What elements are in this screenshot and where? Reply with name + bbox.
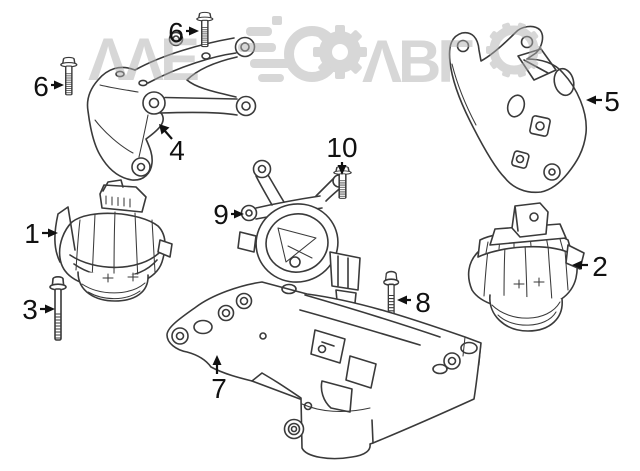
crossmember-drawing bbox=[166, 281, 482, 460]
callout-1-label: 1 bbox=[24, 218, 40, 249]
callout-3-label: 3 bbox=[22, 294, 38, 325]
callout-6-left-arrow bbox=[54, 80, 64, 90]
engine-mount-left-drawing bbox=[54, 179, 173, 302]
callout-3: 3 bbox=[22, 294, 55, 325]
engine-bracket-left-drawing bbox=[86, 36, 257, 181]
washer-drawing bbox=[168, 31, 184, 47]
callout-9-arrow bbox=[234, 209, 244, 219]
callout-6-top: 6 bbox=[168, 17, 199, 48]
watermark-right-text: ΛΒΓ bbox=[362, 28, 473, 95]
callout-9: 9 bbox=[213, 199, 244, 230]
callout-6-top-arrow bbox=[189, 26, 199, 36]
watermark: ΛΛΕ ΛΒΓ bbox=[88, 16, 542, 95]
bolt-6-left-drawing bbox=[60, 56, 78, 96]
callout-1-arrow bbox=[48, 228, 58, 238]
callout-10-arrow bbox=[337, 165, 347, 175]
callout-7-arrow bbox=[212, 355, 222, 365]
callout-4-arrow bbox=[159, 124, 170, 135]
callout-6-left: 6 bbox=[33, 71, 64, 102]
watermark-left-text: ΛΛΕ bbox=[88, 26, 198, 93]
callout-2-label: 2 bbox=[592, 251, 608, 282]
callout-6-top-label: 6 bbox=[168, 17, 184, 48]
callout-3-arrow bbox=[45, 304, 55, 314]
engine-mount-right-drawing bbox=[467, 202, 585, 332]
callout-9-label: 9 bbox=[213, 199, 229, 230]
callout-2-arrow bbox=[572, 260, 582, 270]
callout-8-arrow bbox=[397, 295, 407, 305]
callout-5-arrow bbox=[586, 95, 596, 105]
callout-5-label: 5 bbox=[604, 86, 620, 117]
callout-8-label: 8 bbox=[415, 287, 431, 318]
gear-ring-icon bbox=[486, 22, 542, 78]
callout-2: 2 bbox=[572, 251, 608, 282]
callout-4-label: 4 bbox=[169, 135, 185, 166]
bolt-3-drawing bbox=[49, 275, 67, 341]
callout-5: 5 bbox=[586, 86, 620, 117]
gear-icon bbox=[313, 25, 367, 79]
engine-bracket-right-drawing bbox=[448, 25, 587, 194]
bolt-6-top-drawing bbox=[196, 11, 214, 48]
callout-10: 10 bbox=[326, 132, 358, 175]
callout-1: 1 bbox=[24, 218, 58, 249]
callout-8: 8 bbox=[397, 287, 431, 318]
callout-6-left-label: 6 bbox=[33, 71, 49, 102]
callout-7-label: 7 bbox=[211, 373, 227, 404]
callout-10-label: 10 bbox=[326, 132, 357, 163]
callout-4: 4 bbox=[159, 124, 185, 166]
callout-7: 7 bbox=[211, 355, 227, 404]
